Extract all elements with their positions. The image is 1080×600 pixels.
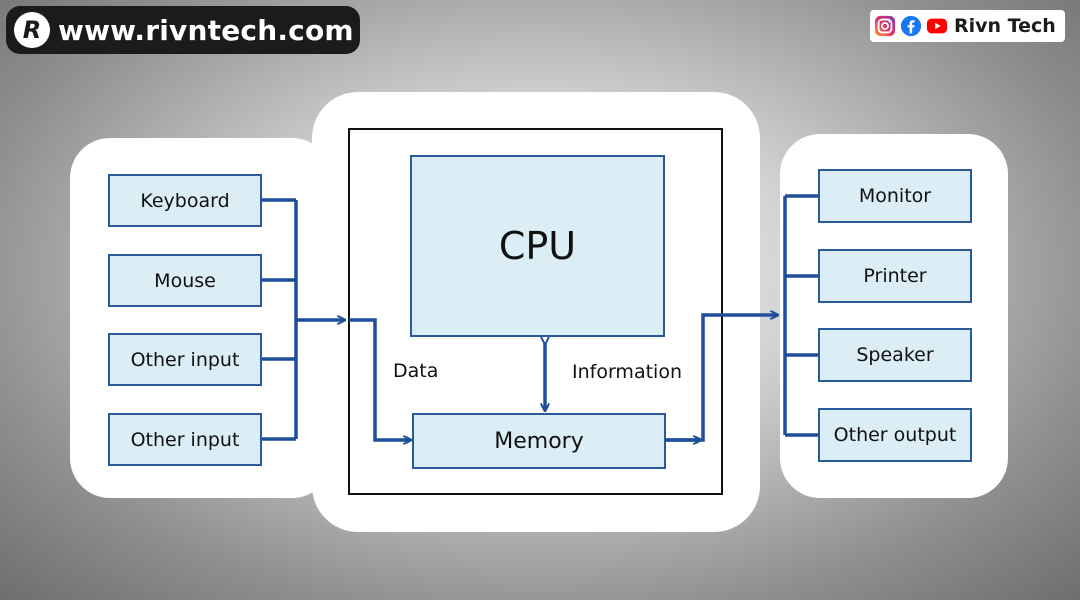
output-speaker: Speaker bbox=[818, 328, 972, 382]
brand-logo: R bbox=[14, 12, 50, 48]
channel-name: Rivn Tech bbox=[954, 15, 1056, 37]
output-other: Other output bbox=[818, 408, 972, 462]
cpu-box: CPU bbox=[410, 155, 665, 337]
input-other-2: Other input bbox=[108, 413, 262, 466]
data-label: Data bbox=[393, 360, 439, 382]
facebook-icon bbox=[900, 15, 922, 37]
output-printer: Printer bbox=[818, 249, 972, 303]
website-url: www.rivntech.com bbox=[58, 13, 354, 47]
data-wire bbox=[349, 318, 410, 440]
input-other-1: Other input bbox=[108, 333, 262, 386]
youtube-icon bbox=[926, 18, 948, 34]
memory-box: Memory bbox=[412, 413, 666, 469]
social-badge: Rivn Tech bbox=[870, 10, 1065, 42]
instagram-icon bbox=[874, 15, 896, 37]
output-monitor: Monitor bbox=[818, 169, 972, 223]
website-badge: R www.rivntech.com bbox=[6, 6, 360, 54]
input-mouse: Mouse bbox=[108, 254, 262, 307]
input-keyboard: Keyboard bbox=[108, 174, 262, 227]
information-label: Information bbox=[572, 361, 682, 383]
